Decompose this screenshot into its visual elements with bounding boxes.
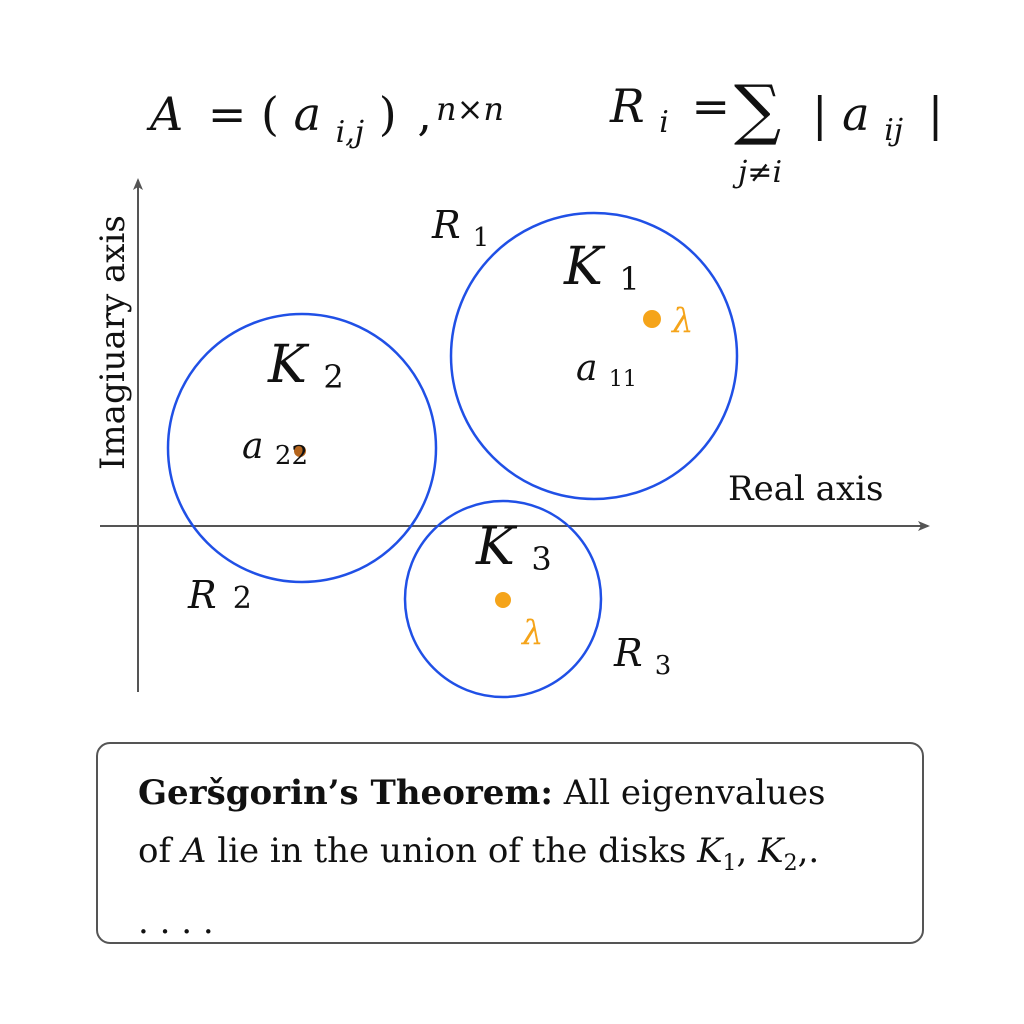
radius-label-r2-sub: 2 [233, 581, 252, 616]
svg-text:K 2: K 2 [267, 335, 344, 396]
matrix-comma: , [417, 87, 432, 141]
disk-label-k3: K [475, 517, 518, 577]
matrix-entry-subscript: i,j [336, 115, 364, 150]
theorem-sep-1: , [736, 831, 759, 871]
theorem-text-1: All eigenvalues [552, 773, 826, 813]
theorem-box: Geršgorin’s Theorem: All eigenvalues of … [96, 742, 924, 944]
theorem-title: Geršgorin’s Theorem: [138, 773, 553, 813]
theorem-k2: K [758, 831, 784, 871]
abs-open: | [812, 87, 828, 141]
disk-label-k1: K [563, 237, 606, 297]
abs-entry: a [842, 87, 869, 141]
sum-index: j≠i [732, 155, 782, 190]
imaginary-axis-label: Imagiuary axis [93, 215, 133, 470]
radius-label-r1-sub: 1 [473, 223, 490, 253]
center-label-a22-sub: 22 [275, 441, 308, 471]
center-point-a22 [294, 445, 306, 457]
radius-label-r1: R [431, 203, 461, 247]
eigenvalue-label-k1: λ [670, 301, 694, 341]
sum-symbol: ∑ [734, 71, 781, 148]
radius-symbol: R [609, 79, 645, 133]
disk-label-k2: K [267, 335, 310, 395]
matrix-close-paren: ) [379, 87, 397, 141]
svg-text:R 2: R 2 [187, 573, 252, 617]
svg-text:A = ( a i,j: A = ( a i,j ) , [146, 87, 432, 153]
disk-k1 [449, 211, 739, 501]
theorem-sep-2: ,. [797, 831, 820, 871]
svg-text:K 3: K 3 [475, 517, 552, 578]
disk-k2 [166, 312, 438, 584]
disk-k3 [403, 499, 603, 699]
radius-label-r3: R [613, 631, 643, 675]
matrix-equals: = ( [208, 87, 279, 141]
svg-text:a 22: a 22 [242, 426, 308, 471]
radius-label-r3-sub: 3 [655, 651, 672, 681]
radius-label-r2: R [187, 573, 217, 617]
theorem-line-1: Geršgorin’s Theorem: All eigenvalues [138, 764, 892, 822]
matrix-symbol: A [146, 87, 183, 141]
center-label-a22: a [242, 426, 263, 467]
radius-subscript: i [659, 105, 669, 140]
eigenvalue-point-k1 [643, 310, 661, 328]
center-label-a11: a [576, 348, 597, 389]
theorem-line-2: of A lie in the union of the disks K1, K… [138, 822, 892, 893]
theorem-k1-sub: 1 [722, 850, 737, 876]
matrix-size: n×n [436, 90, 504, 128]
radius-equals: = [692, 79, 731, 133]
theorem-line-3: . . . . [138, 893, 892, 951]
disk-label-k2-sub: 2 [323, 358, 343, 396]
theorem-text-2: of [138, 831, 182, 871]
eigenvalue-label-k3: λ [520, 613, 544, 653]
svg-text:a 11: a 11 [576, 348, 637, 392]
theorem-k1: K [697, 831, 723, 871]
eigenvalue-point-k3 [495, 592, 511, 608]
svg-text:R i =: R i = [609, 79, 730, 143]
svg-text:K 1: K 1 [563, 237, 640, 298]
matrix-entry: a [294, 87, 321, 141]
theorem-matrix: A [181, 831, 207, 871]
matrix-formula: A = ( a i,j ) , n×n [146, 87, 504, 153]
disk-label-k1-sub: 1 [619, 260, 639, 298]
svg-text:| a ij |: | a ij | [812, 87, 943, 151]
real-axis-label: Real axis [728, 469, 883, 509]
radius-formula: R i = ∑ j≠i | a ij | [609, 71, 943, 190]
theorem-text-3: lie in the union of the disks [206, 831, 698, 871]
center-label-a11-sub: 11 [609, 367, 637, 392]
theorem-ellipsis: . . . . [138, 901, 214, 942]
disk-label-k3-sub: 3 [531, 540, 551, 578]
svg-text:R 3: R 3 [613, 631, 671, 681]
abs-entry-subscript: ij [884, 113, 903, 148]
theorem-k2-sub: 2 [783, 850, 798, 876]
abs-close: | [928, 87, 944, 141]
svg-text:R 1: R 1 [431, 203, 489, 253]
